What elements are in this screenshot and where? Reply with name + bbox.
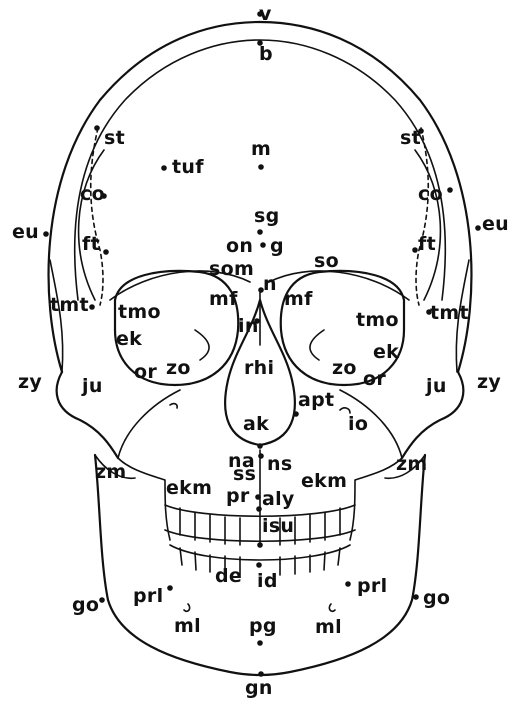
label-in: in bbox=[238, 315, 259, 337]
landmark-dot-tuf bbox=[161, 165, 167, 171]
temporal-fossa-right bbox=[79, 150, 104, 300]
landmark-dot-eu-right bbox=[43, 231, 49, 237]
label-zm-right: zm bbox=[95, 461, 126, 483]
label-aly: aly bbox=[262, 488, 295, 510]
label-m: m bbox=[251, 138, 271, 160]
landmark-dot-tmt-right bbox=[89, 304, 95, 310]
label-zy-right: zy bbox=[18, 371, 42, 393]
label-rhi: rhi bbox=[244, 357, 274, 379]
landmark-dot-apt bbox=[293, 411, 299, 417]
label-eu-left: eu bbox=[482, 213, 509, 235]
label-eu-right: eu bbox=[12, 221, 39, 243]
landmark-dot-aly bbox=[256, 506, 262, 512]
temporal-fossa-left bbox=[415, 150, 440, 300]
landmark-dot-pg bbox=[257, 640, 263, 646]
label-de: de bbox=[215, 565, 242, 587]
label-g: g bbox=[270, 235, 284, 257]
landmark-dot-ft-left bbox=[412, 247, 418, 253]
label-prl-right: prl bbox=[133, 585, 163, 607]
label-mf-left: mf bbox=[284, 288, 313, 310]
orbit-fissure-left bbox=[310, 330, 324, 360]
label-tmt-right: tmt bbox=[50, 294, 89, 316]
label-tuf: tuf bbox=[172, 156, 204, 178]
landmark-dot-prl-left bbox=[345, 581, 351, 587]
label-tmo-left: tmo bbox=[356, 309, 399, 331]
label-ju-left: ju bbox=[425, 375, 447, 397]
label-isu: isu bbox=[262, 515, 294, 537]
landmark-dot-prl-right bbox=[167, 585, 173, 591]
landmark-dot-ns bbox=[258, 453, 264, 459]
landmark-dot-g bbox=[260, 242, 266, 248]
label-io: io bbox=[348, 413, 368, 435]
landmark-dot-st-right bbox=[94, 125, 100, 131]
label-id: id bbox=[257, 570, 278, 592]
label-co-right: co bbox=[80, 183, 105, 205]
label-ek-left: ek bbox=[373, 341, 399, 363]
label-on: on bbox=[226, 235, 253, 257]
landmark-labels: v b st st tuf m co co eu eu sg ft ft on … bbox=[12, 3, 509, 699]
label-co-left: co bbox=[418, 183, 443, 205]
label-or-right: or bbox=[134, 361, 157, 383]
landmark-dot-co-left bbox=[447, 187, 453, 193]
label-ml-left: ml bbox=[315, 616, 342, 638]
io-foramen-right bbox=[170, 404, 177, 408]
label-ju-right: ju bbox=[81, 375, 103, 397]
label-tmt-left: tmt bbox=[430, 302, 469, 324]
label-ak: ak bbox=[243, 413, 269, 435]
label-gn: gn bbox=[245, 677, 273, 699]
label-tmo-right: tmo bbox=[118, 301, 161, 323]
label-n: n bbox=[263, 273, 277, 295]
label-ek-right: ek bbox=[116, 328, 142, 350]
label-so: so bbox=[314, 250, 339, 272]
label-prl-left: prl bbox=[357, 575, 387, 597]
label-sg: sg bbox=[254, 205, 280, 227]
maxilla-left bbox=[350, 458, 402, 540]
label-mf-right: mf bbox=[209, 288, 238, 310]
label-ml-right: ml bbox=[174, 615, 201, 637]
label-ns: ns bbox=[267, 453, 292, 475]
landmark-dot-gn bbox=[258, 671, 264, 677]
label-ft-left: ft bbox=[418, 233, 436, 255]
landmark-dot-isu bbox=[257, 542, 263, 548]
label-pg: pg bbox=[249, 615, 277, 637]
label-ss: ss bbox=[233, 463, 256, 485]
mental-foramen-left bbox=[329, 604, 335, 611]
label-or-left: or bbox=[363, 368, 386, 390]
label-go-right: go bbox=[72, 594, 99, 616]
orbit-fissure-right bbox=[195, 330, 209, 360]
landmark-dot-sg bbox=[257, 229, 263, 235]
landmark-dot-id bbox=[256, 562, 262, 568]
label-pr: pr bbox=[226, 485, 250, 507]
label-zm-left: zm bbox=[396, 453, 427, 475]
landmark-dot-pr bbox=[255, 494, 261, 500]
label-v: v bbox=[259, 3, 272, 25]
label-zo-left: zo bbox=[332, 357, 357, 379]
label-apt: apt bbox=[298, 389, 334, 411]
mental-foramen-right bbox=[184, 604, 190, 611]
zygomaxillary-right bbox=[118, 390, 180, 458]
label-zy-left: zy bbox=[477, 371, 501, 393]
landmark-dot-go-right bbox=[99, 597, 105, 603]
label-zo-right: zo bbox=[166, 357, 191, 379]
cranial-vault-inner bbox=[75, 40, 446, 300]
landmark-dot-go-left bbox=[413, 594, 419, 600]
label-st-left: st bbox=[400, 127, 421, 149]
landmark-dot-ft-right bbox=[103, 249, 109, 255]
landmark-dot-eu-left bbox=[475, 225, 481, 231]
label-som: som bbox=[209, 258, 254, 280]
label-b: b bbox=[259, 43, 273, 65]
label-ekm-right: ekm bbox=[166, 477, 212, 499]
label-ekm-left: ekm bbox=[301, 470, 347, 492]
label-st-right: st bbox=[104, 127, 125, 149]
label-go-left: go bbox=[423, 587, 450, 609]
label-ft-right: ft bbox=[82, 233, 100, 255]
landmark-dot-ak bbox=[257, 443, 263, 449]
landmark-dot-m bbox=[258, 164, 264, 170]
